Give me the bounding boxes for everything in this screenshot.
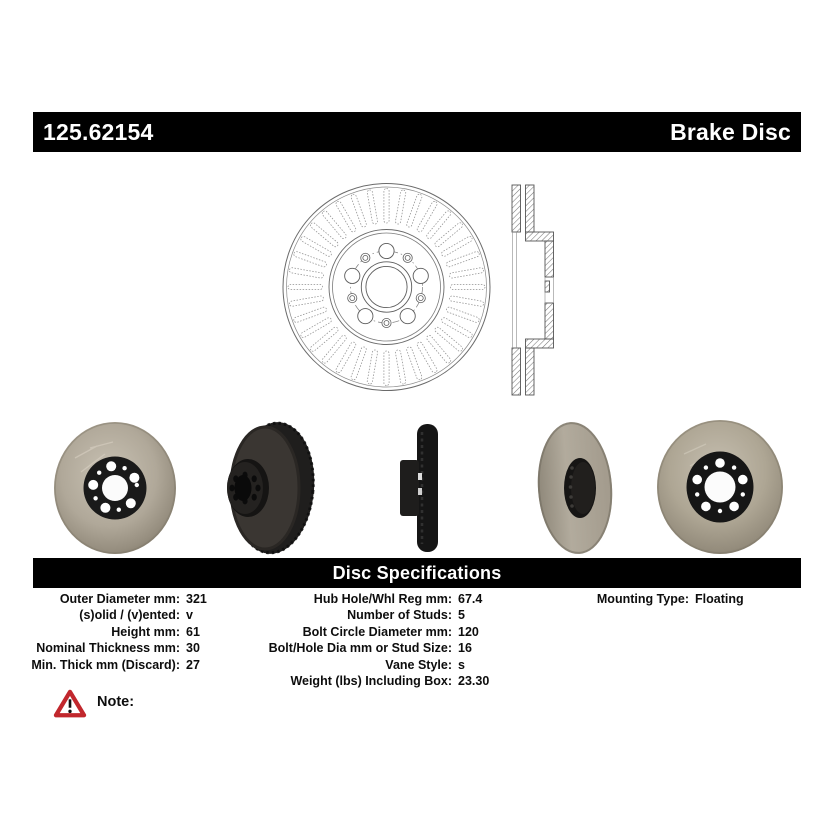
spec-label: Min. Thick mm (Discard): xyxy=(31,657,180,672)
bolt-circle xyxy=(350,250,423,324)
spec-value: 67.4 xyxy=(458,592,483,606)
small-holes xyxy=(347,252,426,328)
note-label: Note: xyxy=(97,694,135,710)
product-photo-front xyxy=(54,422,176,554)
vane-pattern xyxy=(287,188,486,386)
product-photo-rear-three-quarter xyxy=(537,422,613,554)
spec-row: Nominal Thickness mm: 30 xyxy=(33,640,200,656)
part-number: 125.62154 xyxy=(43,118,154,145)
spec-label: Bolt/Hole Dia mm or Stud Size: xyxy=(268,641,452,656)
spec-column-right: Mounting Type: Floating xyxy=(575,591,744,607)
spec-value: Floating xyxy=(695,592,744,606)
product-name: Brake Disc xyxy=(670,118,791,145)
spec-value: 30 xyxy=(186,641,200,656)
spec-row: Bolt Circle Diameter mm: 120 xyxy=(290,624,479,640)
spec-section-title: Disc Specifications xyxy=(332,562,502,583)
spec-row: Bolt/Hole Dia mm or Stud Size: 16 xyxy=(269,640,472,656)
spec-column-left: Outer Diameter mm: 321 (s)olid / (v)ente… xyxy=(31,591,207,673)
product-photo-three-quarter xyxy=(227,421,315,555)
spec-value: v xyxy=(186,608,193,623)
spec-label: Bolt Circle Diameter mm: xyxy=(302,624,452,639)
spec-value: 120 xyxy=(458,624,479,639)
front-view-drawing xyxy=(282,183,491,391)
spec-value: 61 xyxy=(186,624,200,639)
spec-row: Vane Style: s xyxy=(290,657,465,673)
spec-section-header: Disc Specifications xyxy=(33,558,801,588)
stud-holes xyxy=(344,242,429,325)
spec-row: Outer Diameter mm: 321 xyxy=(33,591,207,607)
spec-value: 16 xyxy=(458,641,472,656)
spec-value: 23.30 xyxy=(458,673,490,688)
spec-label: (s)olid / (v)ented: xyxy=(79,608,180,623)
spec-row: Hub Hole/Whl Reg mm: 67.4 xyxy=(290,591,483,607)
spec-column-middle: Hub Hole/Whl Reg mm: 67.4 Number of Stud… xyxy=(269,591,490,689)
spec-label: Number of Studs: xyxy=(347,608,452,623)
spec-label: Mounting Type: xyxy=(596,592,689,606)
spec-row: Mounting Type: Floating xyxy=(575,591,744,607)
product-photo-edge xyxy=(400,424,438,552)
center-bore xyxy=(360,261,413,313)
spec-value: 5 xyxy=(458,608,465,623)
photo-vent-dots xyxy=(568,466,574,508)
spec-label: Outer Diameter mm: xyxy=(59,592,180,606)
photo-stud-holes xyxy=(88,461,140,513)
photo-stud-holes xyxy=(692,458,748,514)
spec-row: Height mm: 61 xyxy=(33,624,200,640)
spec-row: (s)olid / (v)ented: v xyxy=(33,607,193,623)
product-photo-front-angled xyxy=(657,420,783,554)
spec-row: Weight (lbs) Including Box: 23.30 xyxy=(290,673,489,689)
spec-label: Height mm: xyxy=(111,624,180,639)
spec-row: Min. Thick mm (Discard): 27 xyxy=(31,657,200,673)
spec-row: Number of Studs: 5 xyxy=(290,607,465,623)
spec-value: 27 xyxy=(186,657,200,672)
spec-label: Hub Hole/Whl Reg mm: xyxy=(313,592,452,606)
spec-label: Vane Style: xyxy=(385,657,452,672)
warning-triangle-icon xyxy=(53,689,87,718)
header-bar: 125.62154 Brake Disc xyxy=(33,112,801,152)
spec-value: 321 xyxy=(186,592,207,606)
cross-section-drawing xyxy=(511,184,554,396)
spec-value: s xyxy=(458,657,465,672)
spec-label: Weight (lbs) Including Box: xyxy=(290,673,452,688)
spec-label: Nominal Thickness mm: xyxy=(36,641,180,656)
